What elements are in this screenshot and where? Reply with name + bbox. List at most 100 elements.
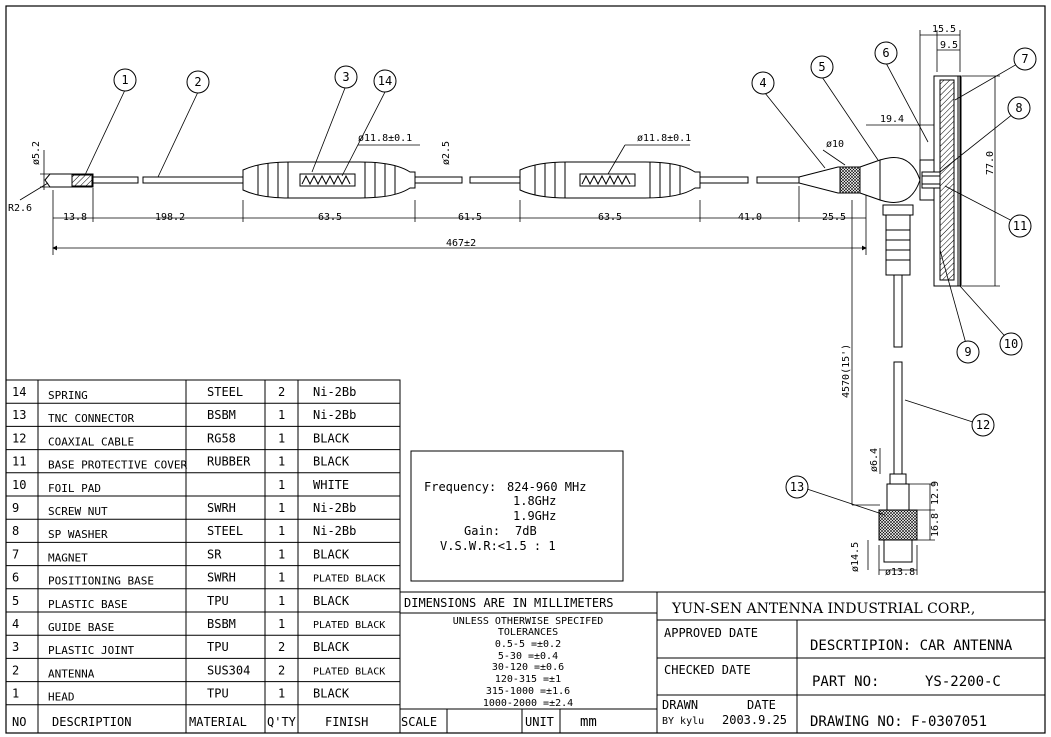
bom-cell-qty: 2: [278, 385, 285, 399]
svg-text:5: 5: [818, 60, 825, 74]
svg-text:UNLESS OTHERWISE SPECIFED: UNLESS OTHERWISE SPECIFED: [453, 616, 604, 627]
bom-cell-mat: TPU: [207, 640, 229, 654]
dim-129: 12.9: [930, 481, 941, 505]
part-no-label: PART NO:: [812, 674, 879, 690]
dim-d145: ø14.5: [850, 542, 861, 572]
part-no-value: YS-2200-C: [925, 674, 1001, 690]
bom-header-desc: DESCRIPTION: [52, 715, 131, 729]
plastic-base-dome: [879, 157, 921, 203]
balloon-5: [810, 55, 834, 79]
bom-cell-qty: 1: [278, 617, 285, 631]
rod-seg-5: [699, 176, 749, 184]
plastic-base: [859, 159, 881, 201]
bom-cell-qty: 1: [278, 501, 285, 515]
dim-d10: ø10: [826, 139, 844, 150]
title-block: [656, 591, 1046, 734]
bom-cell-desc: COAXIAL CABLE: [48, 435, 134, 448]
bom-cell-desc: GUIDE BASE: [48, 621, 114, 634]
guide-knurl: [839, 166, 861, 194]
svg-text:TOLERANCES: TOLERANCES: [498, 627, 558, 638]
rod-seg-6: [756, 176, 800, 184]
balloon-labels: 1 2 3 14 4 5 6 7 8 11 9 10 12 13: [121, 46, 1028, 494]
spec-text: Frequency: 824-960 MHz 1.8GHz 1.9GHz Gai…: [424, 480, 586, 553]
dim-168: 16.8: [930, 513, 941, 537]
bom-cell-desc: PLASTIC BASE: [48, 598, 127, 611]
spring-1: [301, 174, 351, 186]
dim-635a: 63.5: [318, 212, 342, 223]
balloon-14: [373, 69, 397, 93]
bom-cell-qty: 1: [278, 431, 285, 445]
balloon-2: [186, 70, 210, 94]
svg-text:1: 1: [121, 73, 128, 87]
antenna-assembly: [44, 75, 962, 563]
description: DESCRTIPION: CAR ANTENNA: [810, 638, 1013, 654]
bom-cell-qty: 1: [278, 594, 285, 608]
bom-cell-mat: BSBM: [207, 617, 236, 631]
dim-194: 19.4: [880, 114, 904, 125]
dim-d138: ø13.8: [885, 567, 915, 578]
dim-d64: ø6.4: [869, 448, 880, 472]
dim-d118a: ø11.8±0.1: [358, 133, 412, 144]
bom-cell-qty: 2: [278, 663, 285, 677]
svg-text:12: 12: [976, 418, 990, 432]
drawn-by: BY kylu: [662, 716, 704, 727]
plastic-joint-2: [519, 161, 701, 199]
drawn-date-label: DATE: [747, 698, 776, 712]
tnc-connector: [878, 509, 918, 541]
dimension-texts: R2.6 ø5.2 ø11.8±0.1 ø11.8±0.1 ø2.5 ø10 1…: [8, 24, 996, 578]
bom-cell-mat: SUS304: [207, 663, 250, 677]
balloon-8: [1007, 96, 1031, 120]
svg-text:14: 14: [378, 74, 392, 88]
bom-cell-no: 3: [12, 640, 19, 654]
drawn-label: DRAWN: [662, 698, 698, 712]
bom-cell-no: 1: [12, 687, 19, 701]
balloon-9: [956, 340, 980, 364]
bom-cell-fin: PLATED BLACK: [313, 574, 385, 585]
bom-cell-mat: BSBM: [207, 408, 236, 422]
dim-95: 9.5: [940, 40, 958, 51]
bom-cell-qty: 1: [278, 547, 285, 561]
svg-text:6: 6: [882, 46, 889, 60]
rod-seg-4: [469, 176, 521, 184]
bom-cell-no: 13: [12, 408, 26, 422]
rod-seg-2: [142, 176, 244, 184]
company-name: YUN-SEN ANTENNA INDUSTRIAL CORP.,: [671, 601, 975, 617]
dimension-lines: [19, 30, 1025, 575]
spring-2: [581, 174, 631, 186]
bom-cell-qty: 1: [278, 408, 285, 422]
balloon-13: [785, 475, 809, 499]
balloon-6: [874, 41, 898, 65]
bom-cell-desc: POSITIONING BASE: [48, 575, 154, 588]
svg-text:315-1000 =±1.6: 315-1000 =±1.6: [486, 686, 570, 697]
bom-cell-fin: PLATED BLACK: [313, 666, 385, 677]
drawn-date-value: 2003.9.25: [722, 713, 787, 727]
svg-text:11: 11: [1013, 219, 1027, 233]
svg-text:1000-2000 =±2.4: 1000-2000 =±2.4: [483, 698, 573, 709]
bom-cell-fin: BLACK: [313, 594, 350, 608]
dim-255: 25.5: [822, 212, 846, 223]
bom-cell-desc: HEAD: [48, 691, 75, 704]
bom-cell-fin: Ni-2Bb: [313, 385, 356, 399]
balloon-10: [999, 332, 1023, 356]
bom-cell-desc: MAGNET: [48, 551, 88, 564]
bom-cell-desc: SP WASHER: [48, 528, 108, 541]
svg-text:5-30 =±0.4: 5-30 =±0.4: [498, 651, 558, 662]
bom-cell-mat: TPU: [207, 594, 229, 608]
bom-header-no: NO: [12, 715, 26, 729]
bom-cell-mat: RUBBER: [207, 455, 251, 469]
spring-window-1: [299, 173, 356, 187]
svg-text:7: 7: [1021, 52, 1028, 66]
tolerance-lines: UNLESS OTHERWISE SPECIFED TOLERANCES 0.5…: [453, 616, 604, 709]
coaxial-cable-top: [893, 274, 903, 348]
dim-total: 467±2: [446, 238, 476, 249]
bom-cell-mat: SWRH: [207, 501, 236, 515]
bom-cell-mat: STEEL: [207, 385, 243, 399]
bom-cell-mat: SR: [207, 547, 222, 561]
foil-pad: [957, 75, 962, 287]
